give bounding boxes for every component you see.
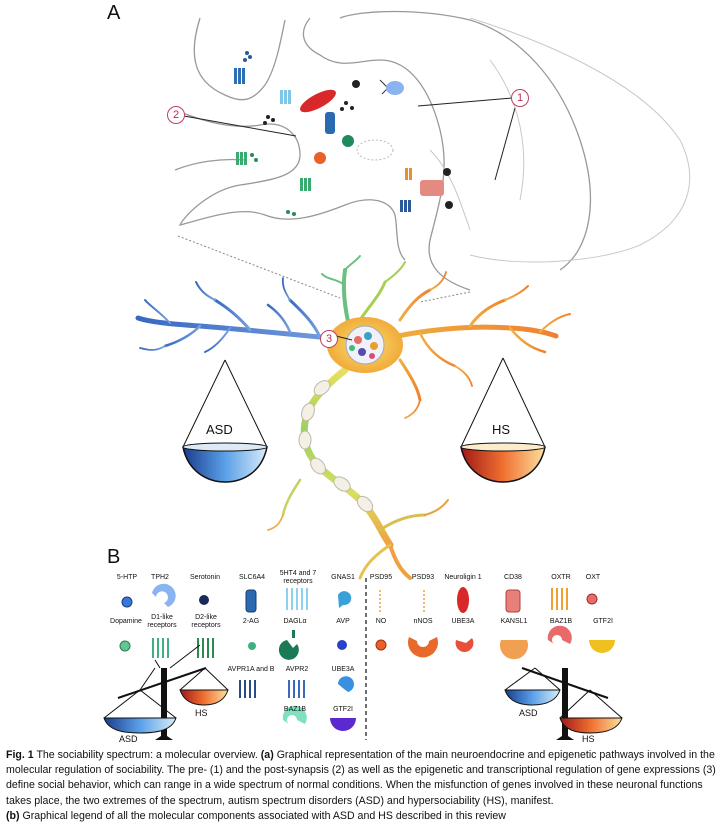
balance-left-asd (182, 359, 268, 483)
legend-label-gtf2i-right: GTF2I (593, 618, 613, 625)
synapse-molecules (234, 51, 453, 216)
legend-label-avpr2: AVPR2 (285, 666, 309, 673)
legend-label-baz1b-left: BAZ1B (283, 706, 307, 713)
caption-a-label: (a) (260, 749, 274, 761)
callout-2: 2 (167, 106, 185, 124)
legend-label-psd93: PSD93 (411, 574, 435, 581)
legend-label-5ht-receptors: 5HT4 and 7 receptors (279, 570, 317, 585)
small-balance-right-asd: ASD (519, 708, 538, 718)
legend-label-no: NO (375, 618, 387, 625)
small-balance-left (103, 644, 229, 740)
legend-label-ube3a-left: UBE3A (331, 666, 355, 673)
caption-b-label: (b) (6, 809, 20, 822)
legend-label-cd38: CD38 (504, 574, 522, 581)
callout-1: 1 (511, 89, 529, 107)
balance-label-hs: HS (492, 422, 511, 437)
legend-label-gnas1: GNAS1 (331, 574, 355, 581)
legend-label-avpr1: AVPR1A and B (227, 666, 275, 673)
small-balance-right-hs: HS (582, 734, 595, 744)
legend-icons-right (375, 587, 615, 660)
small-balance-right (504, 667, 623, 740)
small-balance-left-hs: HS (195, 708, 208, 718)
panel-a-label: A (107, 2, 121, 24)
postsynaptic-outline (174, 109, 406, 261)
small-balance-left-asd: ASD (119, 734, 138, 744)
callout-3-line (335, 335, 353, 341)
caption-b-text: Graphical legend of all the molecular co… (22, 809, 506, 822)
legend-label-gtf2i-left: GTF2I (333, 706, 353, 713)
legend-label-baz1b-right: BAZ1B (549, 618, 573, 625)
legend-label-serotonin: Serotonin (190, 574, 220, 581)
caption-fig-label: Fig. 1 (6, 749, 34, 761)
legend-label-ube3a-right: UBE3A (451, 618, 475, 625)
callout-2-line (183, 115, 297, 137)
caption-title: The sociability spectrum: a molecular ov… (36, 749, 258, 761)
legend-label-2ag: 2-AG (242, 618, 260, 625)
legend-icons-left (119, 583, 356, 731)
background-structure (429, 17, 691, 263)
legend-label-d1: D1-like receptors (147, 614, 177, 629)
legend-label-slc6a4: SLC6A4 (238, 574, 266, 581)
zoom-lines (177, 235, 471, 303)
legend-label-tph2: TPH2 (151, 574, 169, 581)
legend-label-avp: AVP (336, 618, 350, 625)
legend-label-dagla: DAGLα (283, 618, 307, 625)
legend-label-5htp: 5-HTP (116, 574, 138, 581)
figure-caption: Fig. 1 The sociability spectrum: a molec… (6, 748, 721, 824)
legend-label-nnos: nNOS (413, 618, 433, 625)
legend-label-neuroligin: Neuroligin 1 (444, 574, 482, 581)
panel-b-label: B (107, 546, 121, 568)
callout-1-lines (417, 97, 516, 181)
legend-label-oxt: OXT (585, 574, 601, 581)
legend-label-d2: D2-like receptors (191, 614, 221, 629)
legend-label-dopamine: Dopamine (110, 618, 142, 625)
caption-a-text: Graphical representation of the main neu… (6, 749, 716, 807)
legend-label-kansl1: KANSL1 (500, 618, 528, 625)
balance-label-asd: ASD (206, 422, 233, 437)
legend-label-oxtr: OXTR (551, 574, 571, 581)
balance-right-hs (460, 357, 546, 483)
callout-3: 3 (320, 330, 338, 348)
legend-label-psd95: PSD95 (369, 574, 393, 581)
neuron (135, 255, 571, 580)
presynaptic-outline (193, 10, 591, 291)
